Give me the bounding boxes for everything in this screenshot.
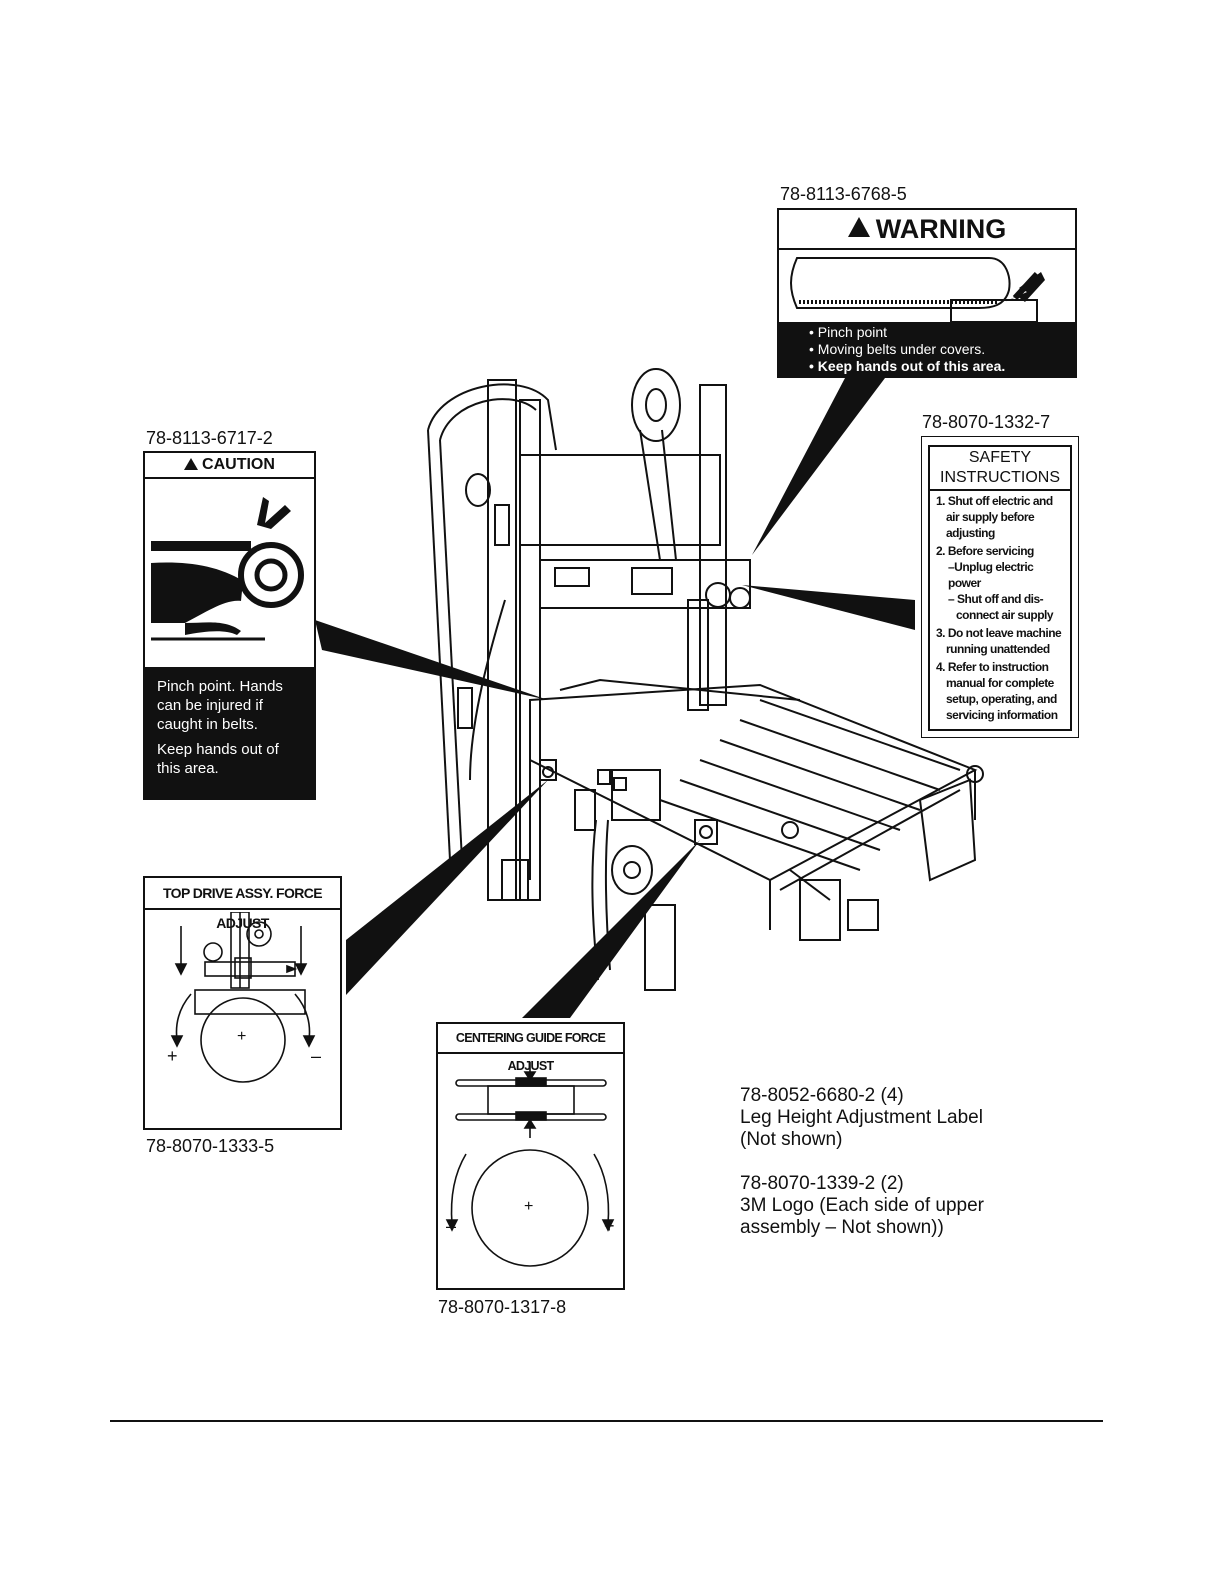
safety-instructions-label: SAFETY INSTRUCTIONS 1. Shut off electric…: [921, 436, 1079, 738]
safety-item: 2. Before servicing: [936, 544, 1034, 558]
warning-label-part-number: 78-8113-6768-5: [780, 184, 907, 204]
warning-text-panel: • Pinch point • Moving belts under cover…: [779, 322, 1075, 376]
notes-spacer: [740, 1151, 1040, 1173]
top-drive-force-adjust-label: TOP DRIVE ASSY. FORCE ADJUST + – +: [143, 876, 342, 1130]
belt-pinch-graphic: [790, 257, 1045, 322]
top-drive-minus-sign: –: [311, 1046, 322, 1066]
top-drive-plus-sign: +: [167, 1046, 178, 1066]
centering-title: CENTERING GUIDE FORCE ADJUST: [455, 1031, 606, 1073]
caution-label-part-number: 78-8113-6717-2: [146, 428, 273, 448]
centering-label-part-number: 78-8070-1317-8: [438, 1297, 567, 1317]
warning-line: • Pinch point: [809, 324, 888, 340]
footer-rule: [110, 1420, 1103, 1422]
centering-guide-adjust-graphic: [445, 1062, 615, 1267]
logo-description-cont: assembly – Not shown)): [740, 1217, 944, 1238]
top-drive-adjust-graphic: [170, 912, 316, 1083]
leg-height-not-shown: (Not shown): [740, 1129, 843, 1150]
hand-in-roller-graphic: [151, 497, 304, 641]
top-drive-center-mark: +: [237, 1028, 247, 1045]
safety-title-box: SAFETY INSTRUCTIONS: [928, 445, 1072, 491]
warning-line: • Moving belts under covers.: [809, 341, 986, 357]
caution-header: CAUTION: [145, 453, 314, 479]
centering-plus-sign: +: [604, 1216, 615, 1236]
safety-item: – Shut off and dis-connect air supply: [948, 592, 1054, 622]
warning-label: WARNING • Pinch point • Moving belts und…: [777, 208, 1077, 378]
safety-item: –Unplug electric power: [948, 560, 1034, 590]
safety-item: 1. Shut off electric and air supply befo…: [936, 494, 1053, 540]
warning-header: WARNING: [779, 210, 1075, 250]
caution-title: CAUTION: [202, 456, 275, 473]
warning-line: • Keep hands out of this area.: [809, 358, 1006, 374]
logo-description: 3M Logo (Each side of upper: [740, 1195, 984, 1216]
not-shown-notes: 78-8052-6680-2 (4) Leg Height Adjustment…: [740, 1085, 1040, 1239]
caution-triangle-icon: [184, 458, 199, 470]
top-drive-label-part-number: 78-8070-1333-5: [146, 1136, 275, 1156]
top-drive-title-bar: TOP DRIVE ASSY. FORCE ADJUST: [145, 878, 340, 931]
caution-text-keep-hands: Keep hands out of this area.: [157, 741, 279, 777]
centering-title-bar: CENTERING GUIDE FORCE ADJUST: [438, 1024, 623, 1073]
safety-item: 4. Refer to instruction manual for compl…: [936, 660, 1058, 722]
caution-text-panel: Pinch point. Hands can be injured if cau…: [145, 667, 314, 798]
leg-height-description: Leg Height Adjustment Label: [740, 1107, 983, 1128]
centering-guide-force-adjust-label: CENTERING GUIDE FORCE ADJUST – + +: [436, 1022, 625, 1290]
caution-label: CAUTION Pinch point. Hands can be injure…: [143, 451, 316, 800]
top-drive-title: TOP DRIVE ASSY. FORCE ADJUST: [162, 885, 323, 931]
safety-label-part-number: 78-8070-1332-7: [922, 412, 1051, 432]
safety-item: 3. Do not leave machine running unattend…: [936, 626, 1062, 656]
logo-part-number: 78-8070-1339-2 (2): [740, 1173, 904, 1194]
warning-title: WARNING: [875, 214, 1007, 244]
centering-minus-sign: –: [446, 1216, 457, 1236]
leg-height-part-number: 78-8052-6680-2 (4): [740, 1085, 904, 1106]
safety-items-box: 1. Shut off electric and air supply befo…: [928, 489, 1072, 731]
caution-text-pinch: Pinch point. Hands can be injured if cau…: [157, 678, 283, 733]
warning-triangle-icon: [847, 217, 870, 237]
centering-center-mark: +: [524, 1198, 534, 1215]
safety-title: SAFETY INSTRUCTIONS: [940, 449, 1060, 486]
